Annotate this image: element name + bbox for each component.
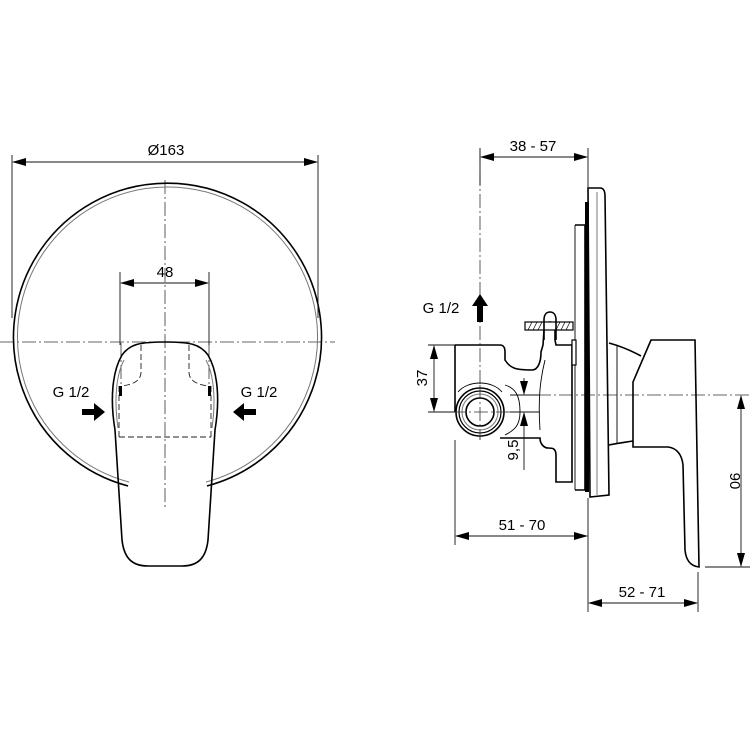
arrow-up-icon <box>472 294 488 322</box>
inlet-spacing-dimension: 48 <box>119 264 210 345</box>
outlet-label: G 1/2 <box>423 300 460 317</box>
offset-dimension: 9,5 <box>505 378 540 470</box>
offset-label: 9,5 <box>505 440 522 461</box>
left-inlet-label: G 1/2 <box>53 384 90 401</box>
inlet-spacing-label: 48 <box>157 264 174 281</box>
lever-handle-profile <box>632 339 700 568</box>
handle-base <box>608 342 642 446</box>
wall-depth-dimension: 38 - 57 <box>479 138 589 190</box>
arrow-right-icon <box>82 403 105 421</box>
handle-projection-dimension: 52 - 71 <box>587 545 699 612</box>
body-depth-label: 51 - 70 <box>499 517 546 534</box>
front-view: Ø163 48 G 1/2 G 1/2 <box>0 142 335 567</box>
cover-plate <box>12 182 323 487</box>
plate-diameter-label: Ø163 <box>148 142 185 159</box>
body-depth-dimension: 51 - 70 <box>454 440 589 545</box>
right-inlet-label: G 1/2 <box>241 384 278 401</box>
side-view: G 1/2 38 - 57 37 9,5 <box>414 138 750 612</box>
lever-handle <box>111 341 219 567</box>
outlet: G 1/2 <box>423 294 488 322</box>
right-inlet: G 1/2 <box>233 384 277 421</box>
outlet-height-label: 37 <box>414 370 431 387</box>
arrow-left-icon <box>233 403 256 421</box>
handle-projection-label: 52 - 71 <box>619 584 666 601</box>
handle-height-dimension: 90 <box>705 395 750 568</box>
cover-plate-profile <box>574 187 610 498</box>
wall-depth-label: 38 - 57 <box>510 138 557 155</box>
left-inlet: G 1/2 <box>53 384 105 421</box>
handle-height-label: 90 <box>726 473 743 490</box>
outlet-height-dimension: 37 <box>414 344 455 413</box>
pipe-fitting <box>452 382 508 440</box>
plate-diameter-dimension: Ø163 <box>11 142 319 318</box>
